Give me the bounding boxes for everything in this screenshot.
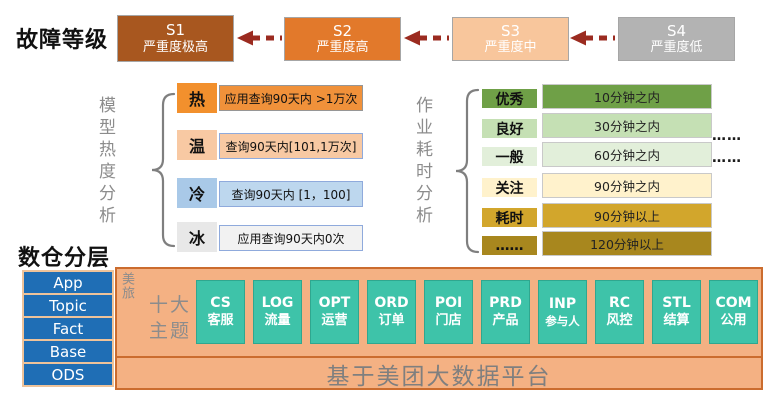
theme-code: RC: [608, 295, 631, 312]
platform-panel: 美旅 十大 主题 CS 客服 LOG 流量 OPT 运营 ORD 订单 POI …: [115, 267, 763, 390]
layer-box-fact: Fact: [22, 316, 114, 341]
theme-box-com: COM 公用: [709, 280, 758, 344]
left-brace-icon: [151, 92, 176, 248]
model-heat-title: 模型热度分析: [95, 96, 115, 228]
job-label-average: 一般: [482, 147, 537, 166]
theme-name: 门店: [435, 312, 462, 328]
severity-label: 严重度极高: [142, 39, 208, 55]
job-label-good: 良好: [482, 119, 537, 138]
theme-code: CS: [210, 295, 231, 312]
platform-label: 基于美团大数据平台: [326, 364, 552, 390]
theme-code: OPT: [318, 295, 351, 312]
theme-box-inp: INP 参与人: [538, 280, 587, 344]
severity-label: 严重度低: [650, 40, 703, 56]
job-duration-excellent: 10分钟之内: [542, 84, 712, 109]
severity-code: S2: [332, 21, 353, 40]
job-label-slow: 耗时: [482, 208, 537, 227]
theme-name: 运营: [321, 312, 348, 328]
theme-name: 结算: [663, 312, 690, 328]
layer-box-ods: ODS: [22, 362, 114, 387]
heat-label-warm: 温: [177, 130, 217, 160]
panel-divider: [117, 356, 761, 358]
theme-box-opt: OPT 运营: [310, 280, 359, 344]
theme-name: 客服: [207, 312, 234, 328]
left-dashed-arrow-icon: [237, 30, 282, 46]
theme-code: LOG: [261, 295, 294, 312]
business-name: 美旅: [119, 272, 134, 300]
theme-box-poi: POI 门店: [424, 280, 473, 344]
job-duration-average: 60分钟之内: [542, 142, 712, 167]
left-dashed-arrow-icon: [570, 30, 615, 46]
severity-box-s4: S4 严重度低: [618, 17, 735, 61]
left-dashed-arrow-icon: [404, 30, 449, 46]
severity-code: S4: [666, 21, 687, 40]
heat-desc-ice: 应用查询90天内0次: [219, 225, 363, 251]
theme-box-rc: RC 风控: [595, 280, 644, 344]
heat-desc-warm: 查询90天内[101,1万次]: [219, 133, 363, 159]
heat-desc-cold: 查询90天内 [1，100]: [219, 181, 363, 207]
job-label-attention: 关注: [482, 178, 537, 197]
job-duration-slow: 90分钟以上: [542, 203, 712, 228]
theme-code: PRD: [489, 295, 522, 312]
heat-label-ice: 冰: [177, 222, 217, 252]
theme-box-stl: STL 结算: [652, 280, 701, 344]
themes-heading: 十大 主题: [148, 294, 191, 342]
fault-level-title: 故障等级: [16, 28, 109, 53]
layer-box-app: App: [22, 270, 114, 295]
severity-code: S1: [165, 21, 186, 39]
severity-box-s3: S3 严重度中: [452, 17, 569, 61]
theme-code: ORD: [374, 295, 409, 312]
theme-code: COM: [715, 295, 752, 312]
severity-box-s2: S2 严重度高: [284, 17, 401, 61]
theme-box-cs: CS 客服: [196, 280, 245, 344]
left-brace-icon: [455, 88, 480, 254]
heat-desc-hot: 应用查询90天内 >1万次: [219, 85, 363, 111]
theme-box-log: LOG 流量: [253, 280, 302, 344]
warehouse-title: 数仓分层: [18, 246, 111, 271]
theme-box-prd: PRD 产品: [481, 280, 530, 344]
theme-name: 风控: [606, 312, 633, 328]
severity-box-s1: S1 严重度极高: [117, 15, 234, 62]
job-label-excellent: 优秀: [482, 89, 537, 108]
theme-name: 公用: [720, 312, 747, 328]
themes-row: CS 客服 LOG 流量 OPT 运营 ORD 订单 POI 门店 PRD 产品: [196, 280, 758, 344]
job-duration-good: 30分钟之内: [542, 113, 712, 138]
layer-box-topic: Topic: [22, 293, 114, 318]
severity-code: S3: [500, 21, 521, 40]
job-duration-more: 120分钟以上: [542, 231, 712, 256]
theme-name: 订单: [378, 312, 405, 328]
heat-label-cold: 冷: [177, 178, 217, 208]
theme-code: INP: [548, 296, 577, 313]
ellipsis-text: ……: [712, 128, 742, 144]
theme-name: 流量: [264, 312, 291, 328]
theme-code: POI: [434, 295, 463, 312]
job-time-title: 作业耗时分析: [412, 96, 432, 228]
theme-name: 产品: [492, 312, 519, 328]
heat-label-hot: 热: [177, 83, 217, 113]
job-label-more: ……: [482, 236, 537, 255]
layer-box-base: Base: [22, 339, 114, 364]
ellipsis-text: ……: [712, 150, 742, 166]
theme-box-ord: ORD 订单: [367, 280, 416, 344]
theme-code: STL: [662, 295, 691, 312]
job-duration-attention: 90分钟之内: [542, 173, 712, 198]
severity-label: 严重度中: [484, 40, 537, 56]
severity-label: 严重度高: [316, 40, 369, 56]
theme-name: 参与人: [545, 313, 580, 328]
